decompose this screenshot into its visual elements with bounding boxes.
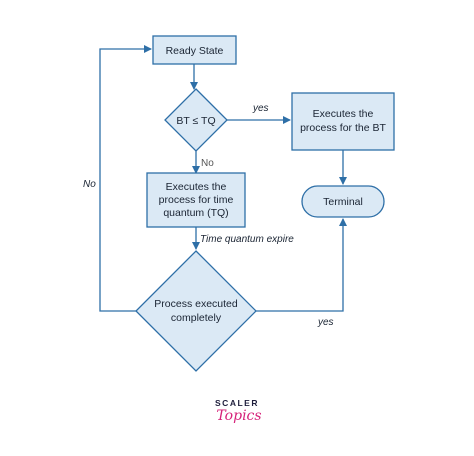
terminal-node	[301, 185, 385, 218]
exec-bt-label-line1: Executes the	[313, 108, 374, 120]
edge-label-tq-expire: Time quantum expire	[200, 234, 294, 245]
completed-check-diamond	[135, 250, 257, 372]
exec-tq-label-line1: Executes the	[166, 181, 227, 193]
bt-check-diamond	[164, 88, 228, 152]
exec-bt-node	[291, 92, 395, 151]
bt-check-label: BT ≤ TQ	[176, 115, 215, 127]
edge-complete-yes	[256, 218, 347, 312]
exec-tq-node	[146, 172, 246, 228]
completed-check-label-line2: completely	[171, 312, 222, 324]
completed-check-label-line1: Process executed	[154, 298, 238, 310]
terminal-label: Terminal	[323, 196, 363, 208]
edge-label-loop-no: No	[83, 179, 96, 190]
brand-line1: SCALER	[215, 398, 259, 408]
ready-state-node	[152, 35, 237, 65]
exec-bt-label-line2: process for the BT	[300, 122, 386, 134]
exec-tq-label-line2: process for time	[159, 194, 234, 206]
edge-loop-no	[99, 45, 152, 312]
edge-label-bt-no: No	[201, 158, 214, 169]
ready-state-label: Ready State	[166, 45, 224, 57]
scaler-topics-logo: SCALER Topics	[215, 398, 262, 424]
brand-line2: Topics	[216, 408, 261, 424]
edge-label-complete-yes: yes	[317, 317, 334, 328]
edge-label-bt-yes: yes	[252, 103, 269, 114]
exec-tq-label-line3: quantum (TQ)	[163, 207, 228, 219]
